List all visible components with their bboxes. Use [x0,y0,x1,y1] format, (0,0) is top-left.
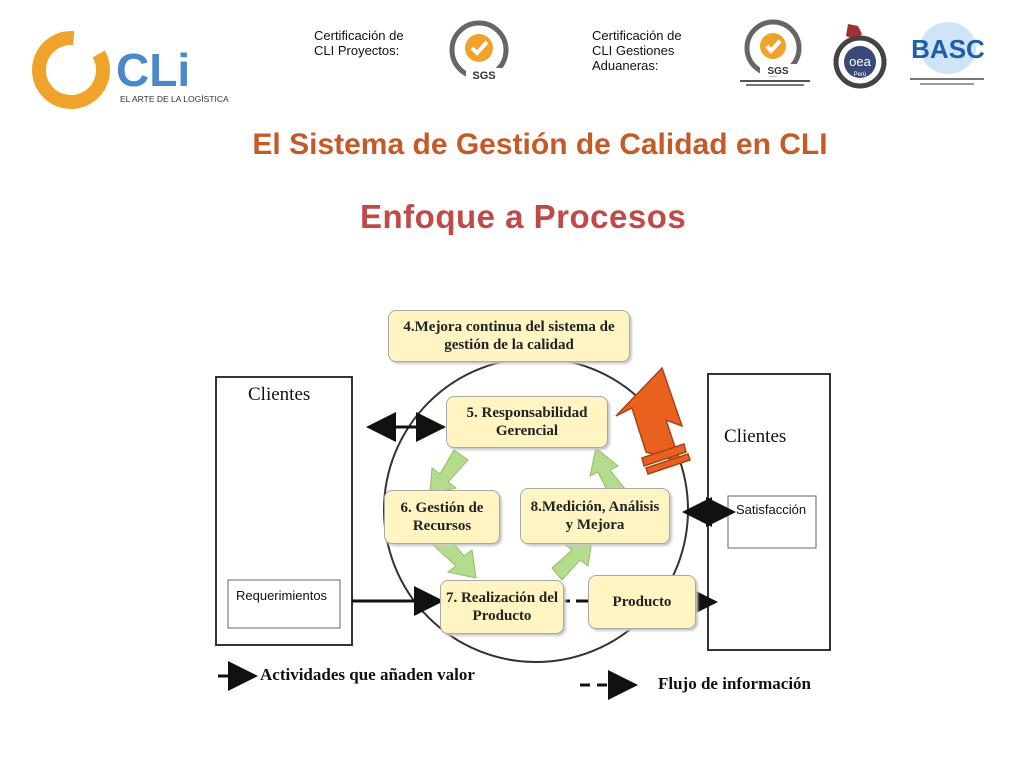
legend-value-label: Actividades que añaden valor [260,665,475,684]
diagram-subtitle: Enfoque a Procesos [360,198,687,235]
green-arrow-7-to-8 [551,539,593,581]
box-responsabilidad: 5. Responsabilidad Gerencial [446,396,608,448]
oea-badge-icon: oea Perú [830,20,890,90]
green-arrow-5-to-6 [429,449,469,495]
legend-info-label: Flujo de información [658,674,811,693]
right-sat-label: Satisfacción [736,502,807,517]
svg-text:SGS: SGS [472,70,495,82]
box-medicion: 8.Medición, Análisis y Mejora [520,488,670,544]
left-req-box [227,579,341,629]
right-sat-box [727,495,817,549]
cert-aduaneras-text: Certificación de CLI Gestiones Aduaneras… [592,28,682,73]
basc-badge-icon: BASC [906,18,988,92]
svg-text:oea: oea [849,54,871,69]
cert-proyectos-text: Certificación de CLI Proyectos: [314,28,404,58]
box-producto: Producto [588,575,696,629]
svg-text:BASC: BASC [911,34,985,64]
svg-text:Perú: Perú [854,72,867,78]
svg-text:SGS: SGS [767,66,788,77]
left-req-label: Requerimientos [236,588,328,603]
cli-logo: CLi EL ARTE DE LA LOGÍSTICA [24,24,230,120]
page-title: El Sistema de Gestión de Calidad en CLI [252,128,828,161]
sgs-badge-icon: SGS [448,20,510,84]
box-gestion-recursos: 6. Gestión de Recursos [384,490,500,544]
box-realizacion: 7. Realización del Producto [440,580,564,634]
sgs-badge-2-icon: SGS [740,18,810,88]
left-client-label: Clientes [248,384,311,405]
logo-wordmark: CLi [116,44,190,96]
orange-improvement-arrow [615,366,691,475]
right-client-label: Clientes [724,426,787,447]
box-mejora-continua: 4.Mejora continua del sistema de gestión… [388,310,630,362]
logo-tagline: EL ARTE DE LA LOGÍSTICA [120,94,229,104]
